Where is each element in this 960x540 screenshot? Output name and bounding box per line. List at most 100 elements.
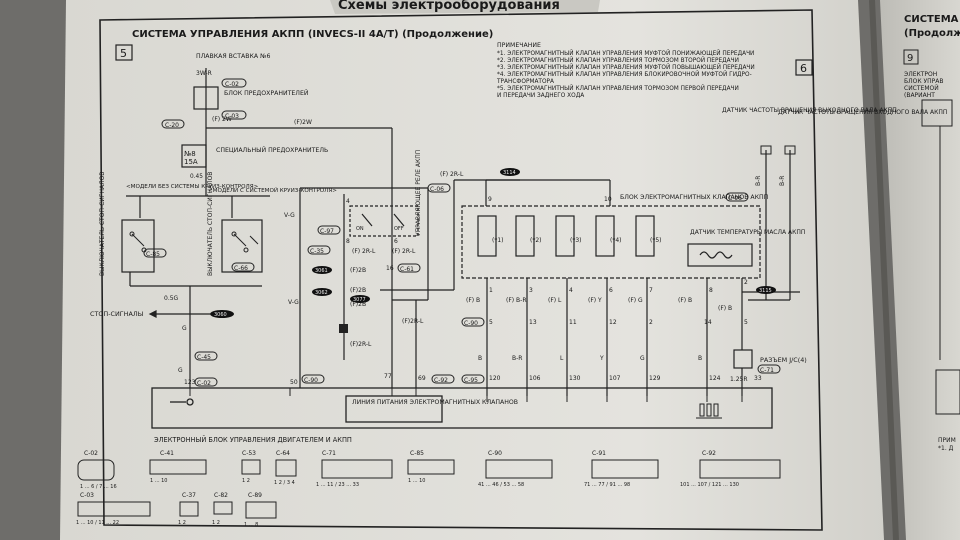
- wire-vg-1: V-G: [284, 212, 295, 219]
- rp-prim: ПРИМ: [938, 437, 956, 444]
- bottom-connector-c03: C-03 1 ... 10 / 11 ... 22: [76, 492, 151, 526]
- fuse-number: №8: [184, 150, 196, 158]
- wire-f2rl-1: (F) 2R-L: [352, 248, 376, 255]
- control-relay-label: УПРАВЛЯЮЩЕЕ РЕЛЕ АКПП: [415, 150, 422, 236]
- note-line-5: ТРАНСФОРМАТОРА: [496, 79, 554, 85]
- wire-3w-r: 3W-R: [196, 70, 212, 77]
- row-pin-11: 11: [569, 319, 577, 326]
- bc-c02-pins: 1 ... 6 / 7 ... 16: [80, 484, 117, 490]
- splice-3062: 3062: [315, 290, 328, 296]
- stop-signals-label: СТОП-СИГНАЛЫ: [90, 310, 144, 318]
- wire-fl: (F) L: [548, 297, 562, 304]
- note-line-2: *2. ЭЛЕКТРОМАГНИТНЫЙ КЛАПАН УПРАВЛЕНИЯ Т…: [497, 57, 739, 64]
- row-pin-2: 2: [649, 319, 653, 326]
- ecu-pin-107: 107: [609, 375, 621, 382]
- stop-switch-label-2: ВЫКЛЮЧАТЕЛЬ СТОП-СИГНАЛОВ: [207, 172, 214, 276]
- rp-label-2: БЛОК УПРАВ: [904, 78, 944, 85]
- page-badge-right: [795, 59, 813, 76]
- wire-br: B-R: [512, 355, 522, 362]
- relay-pin-4: 4: [346, 198, 350, 205]
- svg-text:(*1): (*1): [492, 237, 504, 244]
- rp-star1: *1. Д: [938, 445, 954, 452]
- ecu-pin-130: 130: [569, 375, 581, 382]
- conn-c66: C-66: [234, 265, 248, 272]
- rp-label-4: (ВАРИАНТ: [904, 92, 935, 99]
- rp-badge: 9: [907, 53, 913, 64]
- bc-c90-pins: 41 ... 46 / 53 ... 58: [478, 482, 524, 488]
- bc-c41-pins: 1 ... 10: [150, 478, 168, 484]
- sol-pin-7: 7: [649, 287, 653, 294]
- svg-text:(*3): (*3): [570, 237, 582, 244]
- wire-g-2: G: [178, 367, 183, 374]
- conn-c02-top: C-02: [225, 81, 239, 88]
- wire-br-top: B-R: [755, 176, 762, 186]
- ecu-pin-123: 123: [184, 379, 196, 386]
- page-gutter: [869, 0, 899, 540]
- solenoid-labels: БЛОК ЭЛЕКТРОМАГНИТНЫХ КЛАПАНОВ АКПП C-96…: [461, 192, 807, 383]
- splice-3061: 3061: [315, 268, 328, 274]
- conn-c97: C-97: [320, 228, 334, 235]
- output-speed-sensor-label: ДАТЧИК ЧАСТОТЫ ВРАЩЕНИЯ ВЫХОДНОГО ВАЛА А…: [722, 107, 897, 114]
- conn-c85: C-85: [146, 251, 160, 258]
- solenoid-block-label: БЛОК ЭЛЕКТРОМАГНИТНЫХ КЛАПАНОВ АКПП: [620, 194, 769, 201]
- conn-c90-ecu: C-90: [304, 377, 318, 384]
- bottom-connector-c64: C-64 1 2 / 3 4: [274, 450, 297, 486]
- ecu-pin-129: 129: [649, 375, 661, 382]
- bottom-connector-c53: C-53 1 2: [241, 450, 261, 484]
- page-badge-left-text: 5: [120, 47, 127, 60]
- row-pin-14: 14: [704, 319, 712, 326]
- wire-g-1: G: [182, 325, 187, 332]
- splice-3077: 3077: [353, 297, 366, 303]
- bc-c91-pins: 71 ... 77 / 91 ... 98: [584, 482, 630, 488]
- conn-c90: C-90: [464, 320, 478, 327]
- bc-c53-id: C-53: [242, 450, 256, 457]
- stop-switch-contacts: [129, 231, 259, 253]
- bc-c71-id: C-71: [322, 450, 336, 457]
- input-speed-sensor-label: ДАТЧИК ЧАСТОТЫ ВРАЩЕНИЯ ВХОДНОГО ВАЛА АК…: [778, 109, 947, 116]
- bc-c64-pins: 1 2 / 3 4: [274, 480, 295, 486]
- ecu-pin-124: 124: [709, 375, 721, 382]
- bottom-connector-c41: C-41 1 ... 10: [149, 450, 207, 484]
- wire-fbr: (F) B-R: [506, 297, 527, 304]
- ecu-pin-50: 50: [290, 379, 298, 386]
- solenoid-block: [461, 179, 761, 279]
- bc-c82-pins: 1 2: [212, 520, 220, 526]
- row-pin-5a: 5: [489, 319, 493, 326]
- wire-fb-1: (F) B: [466, 297, 480, 304]
- splice-3060: 3060: [214, 312, 227, 318]
- conn-c92-ecu: C-92: [434, 377, 448, 384]
- rp-subtitle: (Продолж: [904, 28, 960, 39]
- conn-c71: C-71: [760, 367, 774, 374]
- jc-connector-label: РАЗЪЕМ J/C(4): [760, 356, 807, 364]
- wire-f2rl-top: (F) 2R-L: [440, 171, 464, 178]
- wire-f2rl-4: (F)2R-L: [402, 318, 424, 325]
- relay-pin-16: 16: [386, 265, 394, 272]
- rp-label-3: СИСТЕМОЙ: [904, 85, 939, 92]
- bc-c53-pins: 1 2: [242, 478, 250, 484]
- note-line-6: *5. ЭЛЕКТРОМАГНИТНЫЙ КЛАПАН УПРАВЛЕНИЯ Т…: [497, 85, 739, 92]
- connector-tags-left: C-02 C-03 C-20 C-85 C-66 C-45 C-02 3060: [143, 78, 255, 387]
- wire-045: 0.45: [190, 174, 203, 180]
- ecu-labels: ЛИНИЯ ПИТАНИЯ ЭЛЕКТРОМАГНИТНЫХ КЛАПАНОВ …: [154, 373, 743, 444]
- page-badge-right-text: 6: [800, 62, 807, 75]
- notes-heading: ПРИМЕЧАНИЕ: [497, 42, 541, 49]
- solenoid-lines: [486, 150, 800, 396]
- special-fuse-label: СПЕЦИАЛЬНЫЙ ПРЕДОХРАНИТЕЛЬ: [216, 145, 328, 154]
- bottom-connector-c37: C-37 1 2: [178, 492, 199, 526]
- sol-pin-3: 3: [529, 287, 533, 294]
- note-line-1: *1. ЭЛЕКТРОМАГНИТНЫЙ КЛАПАН УПРАВЛЕНИЯ М…: [497, 50, 754, 57]
- conn-c61: C-61: [400, 266, 414, 273]
- diagram-title: СИСТЕМА УПРАВЛЕНИЯ АКПП (INVECS-II 4A/T)…: [132, 29, 493, 40]
- bottom-connector-c90: C-90 41 ... 46 / 53 ... 58: [478, 450, 553, 488]
- ecu-pin-77: 77: [384, 373, 392, 380]
- bc-c37-pins: 1 2: [178, 520, 186, 526]
- fuse-labels: ПЛАВКАЯ ВСТАВКА №6 3W-R БЛОК ПРЕДОХРАНИТ…: [90, 53, 337, 386]
- wire-f2b-1: (F)2B: [350, 267, 366, 274]
- relay-pin-8: 8: [346, 238, 350, 245]
- relay-pin-6: 6: [394, 238, 398, 245]
- sol-pin-1: 1: [489, 287, 493, 294]
- relay-on: ON: [356, 226, 364, 232]
- ecu-pin-106: 106: [529, 375, 541, 382]
- fuse-amperage: 15A: [184, 158, 198, 166]
- bc-c02-id: C-02: [84, 450, 98, 457]
